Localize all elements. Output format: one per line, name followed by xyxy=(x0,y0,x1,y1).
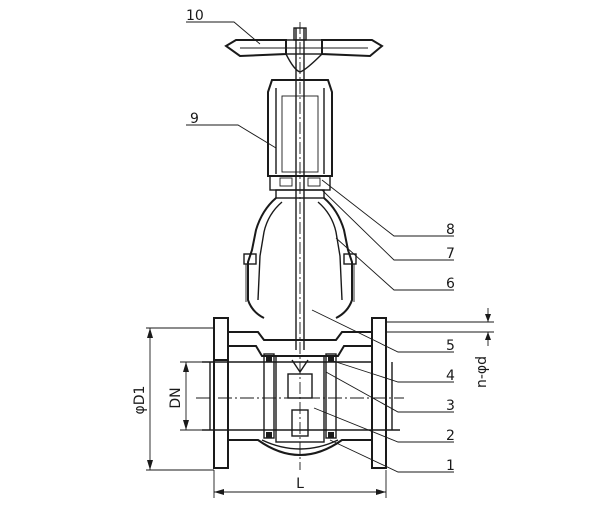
callout-7: 7 xyxy=(446,246,455,262)
dim-dn-label: DN xyxy=(168,387,184,408)
callout-4: 4 xyxy=(446,368,455,384)
callout-2: 2 xyxy=(446,428,455,444)
dimension-lines xyxy=(146,308,494,498)
valve-stem xyxy=(293,22,307,470)
bonnet xyxy=(243,197,357,319)
gate-wedge xyxy=(275,355,325,443)
leader-lines xyxy=(186,21,454,473)
callout-1: 1 xyxy=(446,458,455,474)
callout-10: 10 xyxy=(186,8,204,24)
dim-d1-label: φD1 xyxy=(132,386,148,415)
callout-3: 3 xyxy=(446,398,455,414)
dim-l-label: L xyxy=(296,476,304,492)
callout-8: 8 xyxy=(446,222,455,238)
callout-6: 6 xyxy=(446,276,455,292)
callout-5: 5 xyxy=(446,338,455,354)
valve-body xyxy=(202,317,400,469)
dim-nd-label: n-φd xyxy=(474,356,490,388)
yoke-sleeve xyxy=(267,79,333,199)
callout-9: 9 xyxy=(190,111,199,127)
